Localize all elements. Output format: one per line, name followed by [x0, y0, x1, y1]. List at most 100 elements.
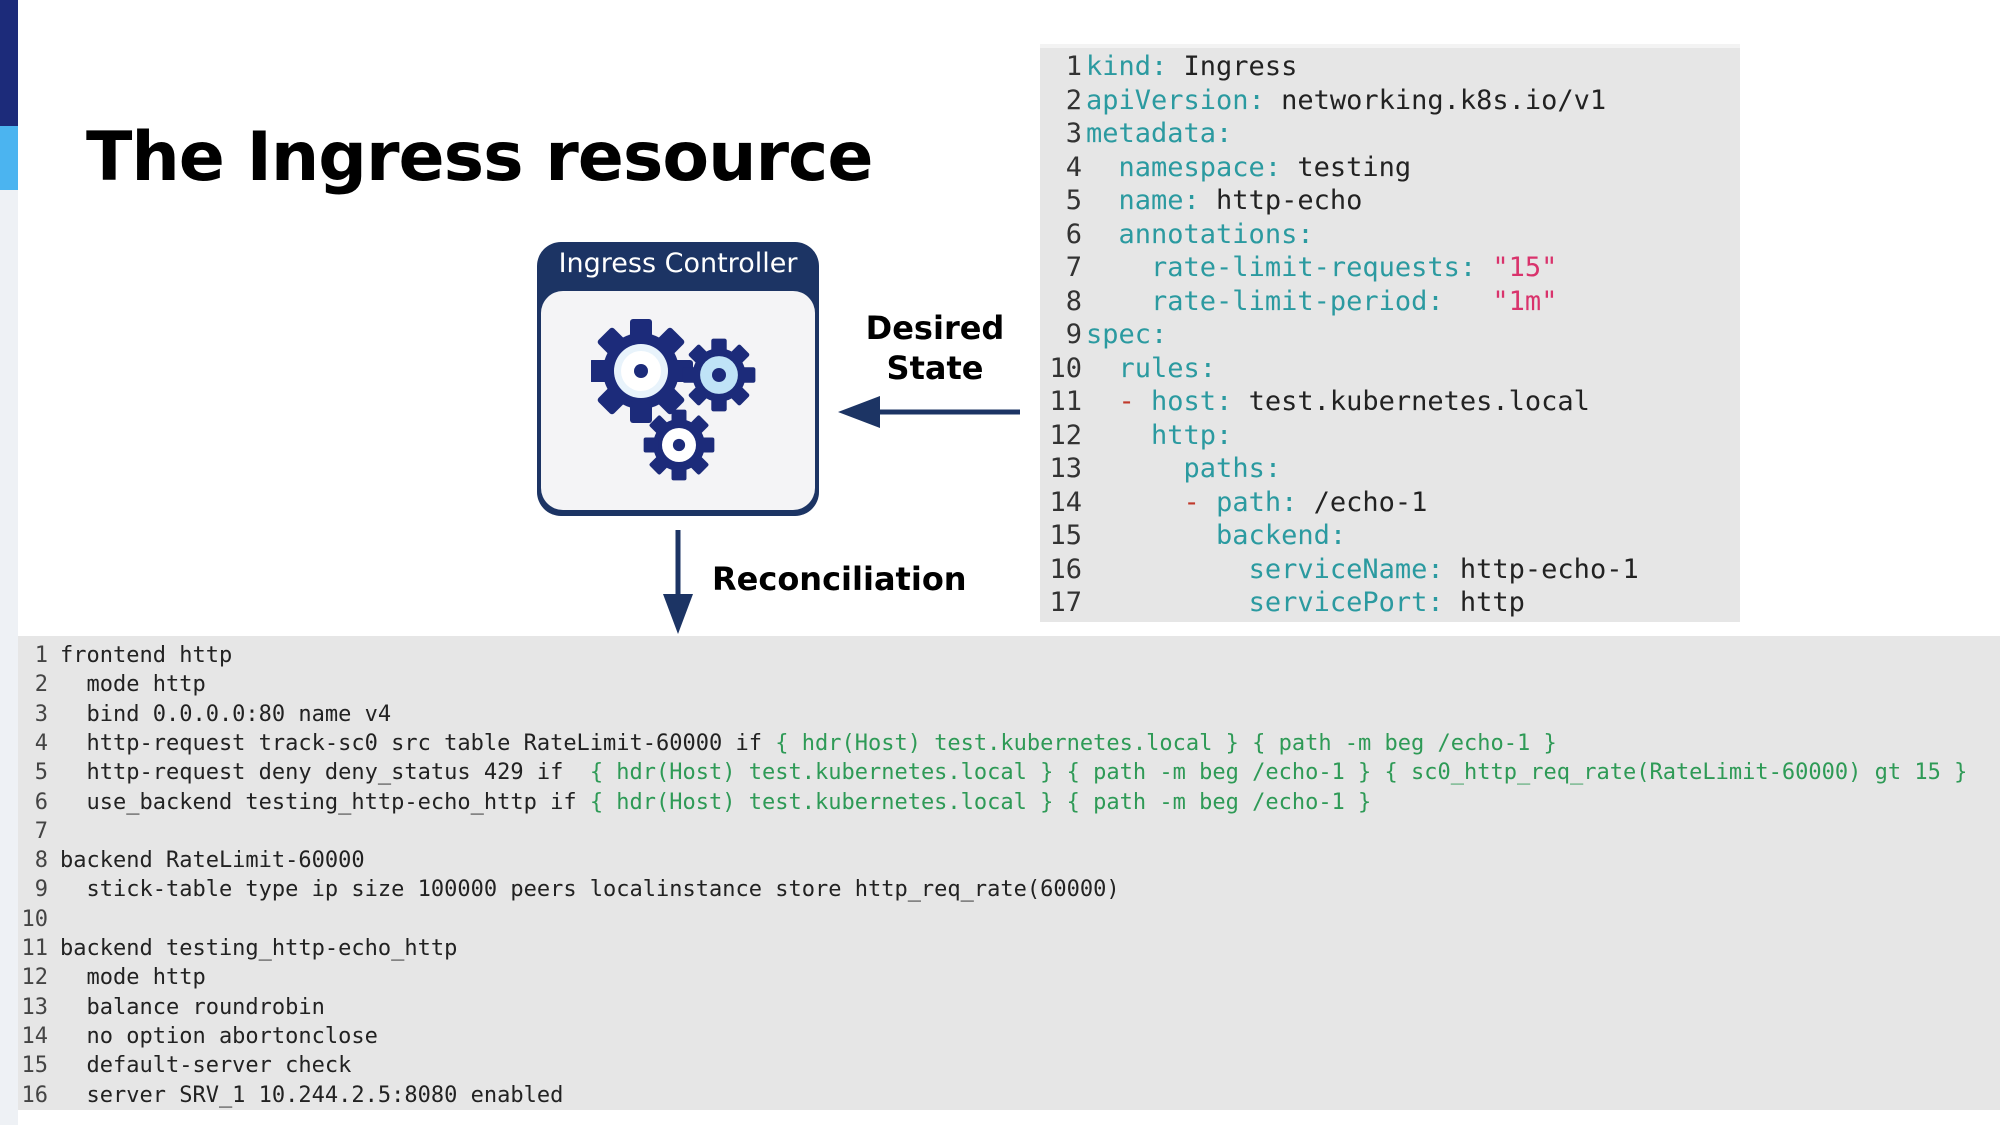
- large-gear-icon: [591, 319, 693, 423]
- code-text: serviceName: http-echo-1: [1248, 553, 1639, 585]
- desired-state-line1: Desired: [865, 309, 1005, 347]
- small-gear-right-icon: [682, 338, 756, 412]
- slide-title: The Ingress resource: [86, 118, 873, 197]
- ingress-controller-body: [541, 291, 815, 510]
- code-text: http-request deny deny_status 429 if { h…: [60, 760, 1968, 786]
- line-number: 12: [1049, 419, 1082, 451]
- code-text: name: http-echo: [1118, 185, 1363, 216]
- line-number: 8: [34, 848, 48, 874]
- desired-state-arrow: [838, 396, 1020, 428]
- yaml-code-line: 10 rules:: [1040, 352, 1216, 386]
- code-text: backend RateLimit-60000: [60, 848, 365, 874]
- line-number: 11: [21, 936, 49, 961]
- reconciliation-arrow: [663, 530, 693, 634]
- line-number: 2: [34, 672, 48, 698]
- accent-bar-pale: [0, 190, 18, 1125]
- line-number: 16: [21, 1082, 49, 1108]
- line-number: 10: [21, 906, 49, 932]
- code-text: namespace: testing: [1118, 151, 1412, 183]
- code-text: apiVersion: networking.k8s.io/v1: [1086, 84, 1607, 116]
- gears-icon: [591, 319, 756, 481]
- code-text: rate-limit-period: "1m": [1151, 285, 1558, 317]
- code-text: servicePort: http: [1248, 587, 1525, 618]
- config-code-line: 14 no option abortonclose: [18, 1022, 378, 1051]
- line-number: 11: [1049, 386, 1082, 417]
- line-number: 5: [34, 760, 48, 786]
- small-gear-bottom-icon: [643, 409, 715, 481]
- line-number: 13: [1049, 453, 1082, 484]
- line-number: 10: [1049, 352, 1082, 384]
- line-number: 6: [34, 789, 48, 815]
- yaml-code-line: 12 http:: [1040, 419, 1232, 453]
- code-text: frontend http: [60, 643, 233, 668]
- code-text: backend testing_http-echo_http: [60, 936, 458, 961]
- config-code-line: 16 server SRV_1 10.244.2.5:8080 enabled: [18, 1081, 564, 1110]
- line-number: 15: [21, 1053, 49, 1079]
- reconciliation-label: Reconciliation: [712, 560, 967, 598]
- line-number: 1: [1065, 51, 1082, 82]
- line-number: 17: [1049, 587, 1082, 618]
- config-code-line: 5 http-request deny deny_status 429 if {…: [18, 758, 1968, 787]
- yaml-code-line: 14 - path: /echo-1: [1040, 486, 1427, 520]
- yaml-code-line: 4 namespace: testing: [1040, 151, 1411, 185]
- line-number: 9: [1065, 319, 1082, 350]
- line-number: 15: [1049, 520, 1082, 551]
- yaml-code-line: 13 paths:: [1040, 452, 1281, 486]
- code-text: metadata:: [1086, 118, 1233, 149]
- line-number: 7: [34, 818, 48, 844]
- code-text: mode http: [60, 965, 206, 991]
- code-text: stick-table type ip size 100000 peers lo…: [60, 877, 1120, 903]
- code-text: paths:: [1183, 453, 1282, 484]
- config-code-line: 4 http-request track-sc0 src table RateL…: [18, 729, 1557, 758]
- line-number: 4: [1065, 151, 1082, 183]
- code-text: http:: [1151, 419, 1233, 451]
- config-code-line: 15 default-server check: [18, 1051, 352, 1080]
- code-text: server SRV_1 10.244.2.5:8080 enabled: [60, 1082, 564, 1108]
- config-code-line: 9 stick-table type ip size 100000 peers …: [18, 875, 1120, 904]
- yaml-code-line: 6 annotations:: [1040, 218, 1314, 252]
- line-number: 3: [1065, 118, 1082, 149]
- code-text: - host: test.kubernetes.local: [1118, 386, 1590, 417]
- code-text: balance roundrobin: [60, 994, 325, 1020]
- yaml-code-line: 5 name: http-echo: [1040, 184, 1363, 218]
- code-text: backend:: [1216, 520, 1347, 551]
- desired-state-label: Desired State: [860, 308, 1010, 388]
- config-code-line: 2 mode http: [18, 670, 206, 699]
- code-text: rate-limit-requests: "15": [1151, 252, 1558, 283]
- yaml-code-line: 11 - host: test.kubernetes.local: [1040, 385, 1590, 419]
- yaml-code-line: 15 backend:: [1040, 519, 1346, 553]
- line-number: 1: [34, 643, 48, 668]
- ingress-controller-label: Ingress Controller: [558, 248, 798, 279]
- line-number: 16: [1049, 553, 1082, 585]
- code-text: http-request track-sc0 src table RateLim…: [60, 730, 1557, 756]
- code-text: rules:: [1118, 352, 1217, 384]
- config-code-line: 10: [18, 905, 60, 934]
- line-number: 6: [1065, 218, 1082, 250]
- yaml-code-line: 16 serviceName: http-echo-1: [1040, 553, 1639, 587]
- code-text: use_backend testing_http-echo_http if { …: [60, 789, 1372, 815]
- config-code-line: 8 backend RateLimit-60000: [18, 846, 365, 875]
- config-code-line: 13 balance roundrobin: [18, 993, 325, 1022]
- config-code-line: 11 backend testing_http-echo_http: [18, 934, 458, 963]
- config-code-line: 1 frontend http: [18, 641, 232, 670]
- line-number: 13: [21, 994, 49, 1020]
- line-number: 5: [1065, 185, 1082, 216]
- config-code-line: 6 use_backend testing_http-echo_http if …: [18, 788, 1372, 817]
- line-number: 7: [1065, 252, 1082, 283]
- yaml-code-line: 7 rate-limit-requests: "15": [1040, 251, 1558, 285]
- code-text: annotations:: [1118, 218, 1314, 250]
- code-text: no option abortonclose: [60, 1023, 378, 1049]
- line-number: 2: [1065, 84, 1082, 116]
- line-number: 4: [34, 730, 48, 756]
- line-number: 14: [21, 1023, 49, 1049]
- code-text: bind 0.0.0.0:80 name v4: [60, 701, 392, 727]
- line-number: 14: [1049, 486, 1082, 518]
- accent-bar-light: [0, 126, 18, 190]
- ingress-controller-box: Ingress Controller: [537, 242, 819, 516]
- line-number: 3: [34, 701, 48, 727]
